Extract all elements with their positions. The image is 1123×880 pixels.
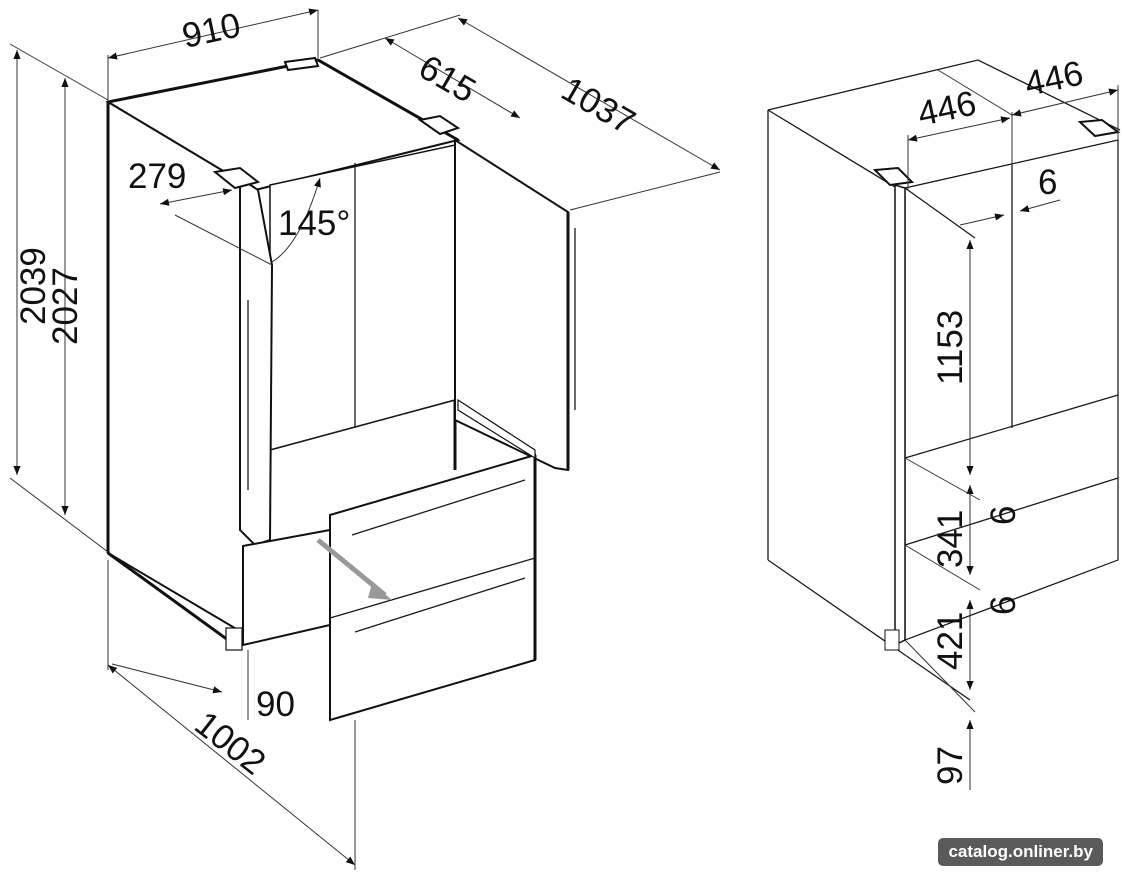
dim-145-angle: 145°	[278, 204, 350, 243]
dim-90: 90	[256, 685, 295, 724]
dim-615: 615	[412, 48, 482, 111]
watermark-badge: catalog.onliner.by	[938, 838, 1103, 866]
dim-97: 97	[931, 746, 970, 785]
dim-279: 279	[128, 157, 186, 196]
right-dimension-lines	[904, 69, 1119, 790]
fridge-open-view	[105, 56, 576, 722]
dim-1037: 1037	[555, 69, 642, 142]
dim-6-mid: 6	[984, 506, 1023, 525]
dim-446-right: 446	[1021, 54, 1086, 104]
dim-341: 341	[931, 510, 970, 568]
left-dimension-lines	[9, 8, 721, 870]
dim-6-low: 6	[984, 596, 1023, 615]
dim-910: 910	[179, 6, 244, 56]
dim-421: 421	[931, 612, 970, 670]
dim-1153: 1153	[931, 310, 970, 385]
dim-2039: 2039	[14, 247, 53, 325]
dim-2027: 2027	[46, 267, 85, 345]
dim-6-top: 6	[1038, 163, 1057, 202]
niche-view	[767, 59, 1121, 701]
